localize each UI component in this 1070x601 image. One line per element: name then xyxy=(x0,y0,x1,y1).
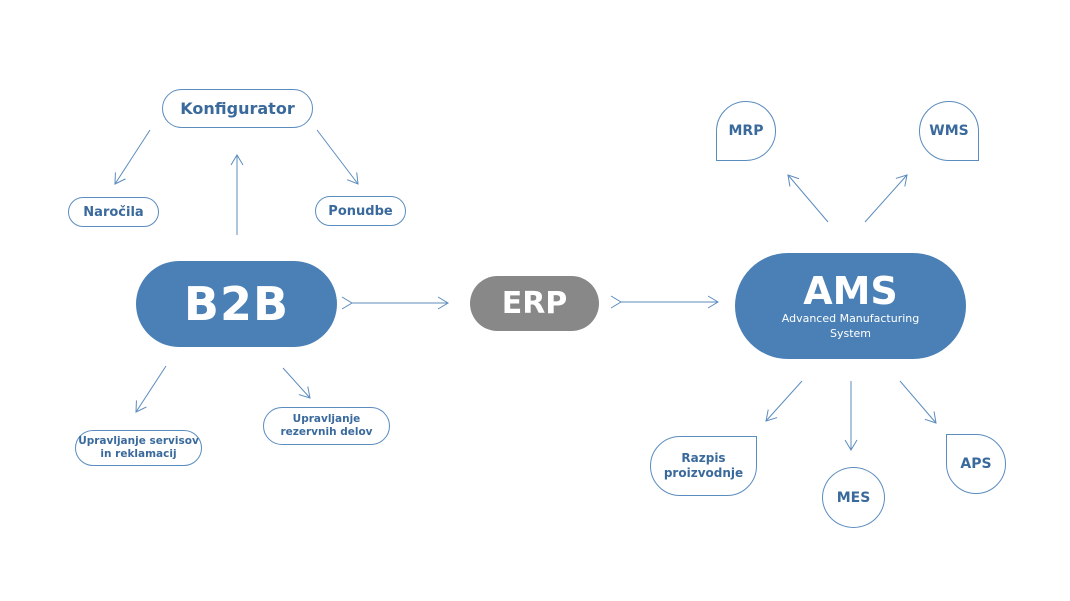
arrow-b2b-to-rezervni xyxy=(282,367,311,399)
arrow-ams-to-aps xyxy=(899,380,937,424)
mes-node: MES xyxy=(822,467,885,528)
razpis-line-1: Razpis xyxy=(681,451,726,465)
b2b-node: B2B xyxy=(136,261,337,347)
arrow-ams-to-wms xyxy=(864,174,908,223)
aps-node: APS xyxy=(946,434,1006,494)
servis-line-2: in reklamacij xyxy=(100,448,177,460)
ams-node: AMS Advanced Manufacturing System xyxy=(735,253,966,359)
narocila-node: Naročila xyxy=(68,197,159,227)
ams-title: AMS xyxy=(803,269,898,313)
arrow-b2b-to-servis xyxy=(135,365,167,413)
arrow-ams-to-mrp xyxy=(787,174,829,223)
mrp-node: MRP xyxy=(716,101,776,161)
razpis-proizvodnje-node: Razpis proizvodnje xyxy=(650,436,757,496)
arrow-konfigurator-to-narocila xyxy=(114,129,151,185)
upravljanje-servisov-node: Upravljanje servisov in reklamacij xyxy=(75,430,202,466)
erp-node: ERP xyxy=(470,276,599,331)
rezervni-line-1: Upravljanje xyxy=(292,413,361,425)
wms-node: WMS xyxy=(919,101,979,161)
arrow-konfigurator-to-ponudbe xyxy=(316,129,359,185)
konfigurator-node: Konfigurator xyxy=(162,89,313,128)
rezervni-line-2: rezervnih delov xyxy=(280,426,373,438)
arrow-ams-to-razpis xyxy=(765,380,803,422)
ams-subtitle-line-2: System xyxy=(829,327,872,340)
ponudbe-node: Ponudbe xyxy=(315,196,406,226)
servis-line-1: Upravljanje servisov xyxy=(78,435,199,447)
razpis-line-2: proizvodnje xyxy=(663,466,744,480)
ams-subtitle-line-1: Advanced Manufacturing xyxy=(781,312,920,325)
upravljanje-rezervnih-delov-node: Upravljanje rezervnih delov xyxy=(263,407,390,445)
